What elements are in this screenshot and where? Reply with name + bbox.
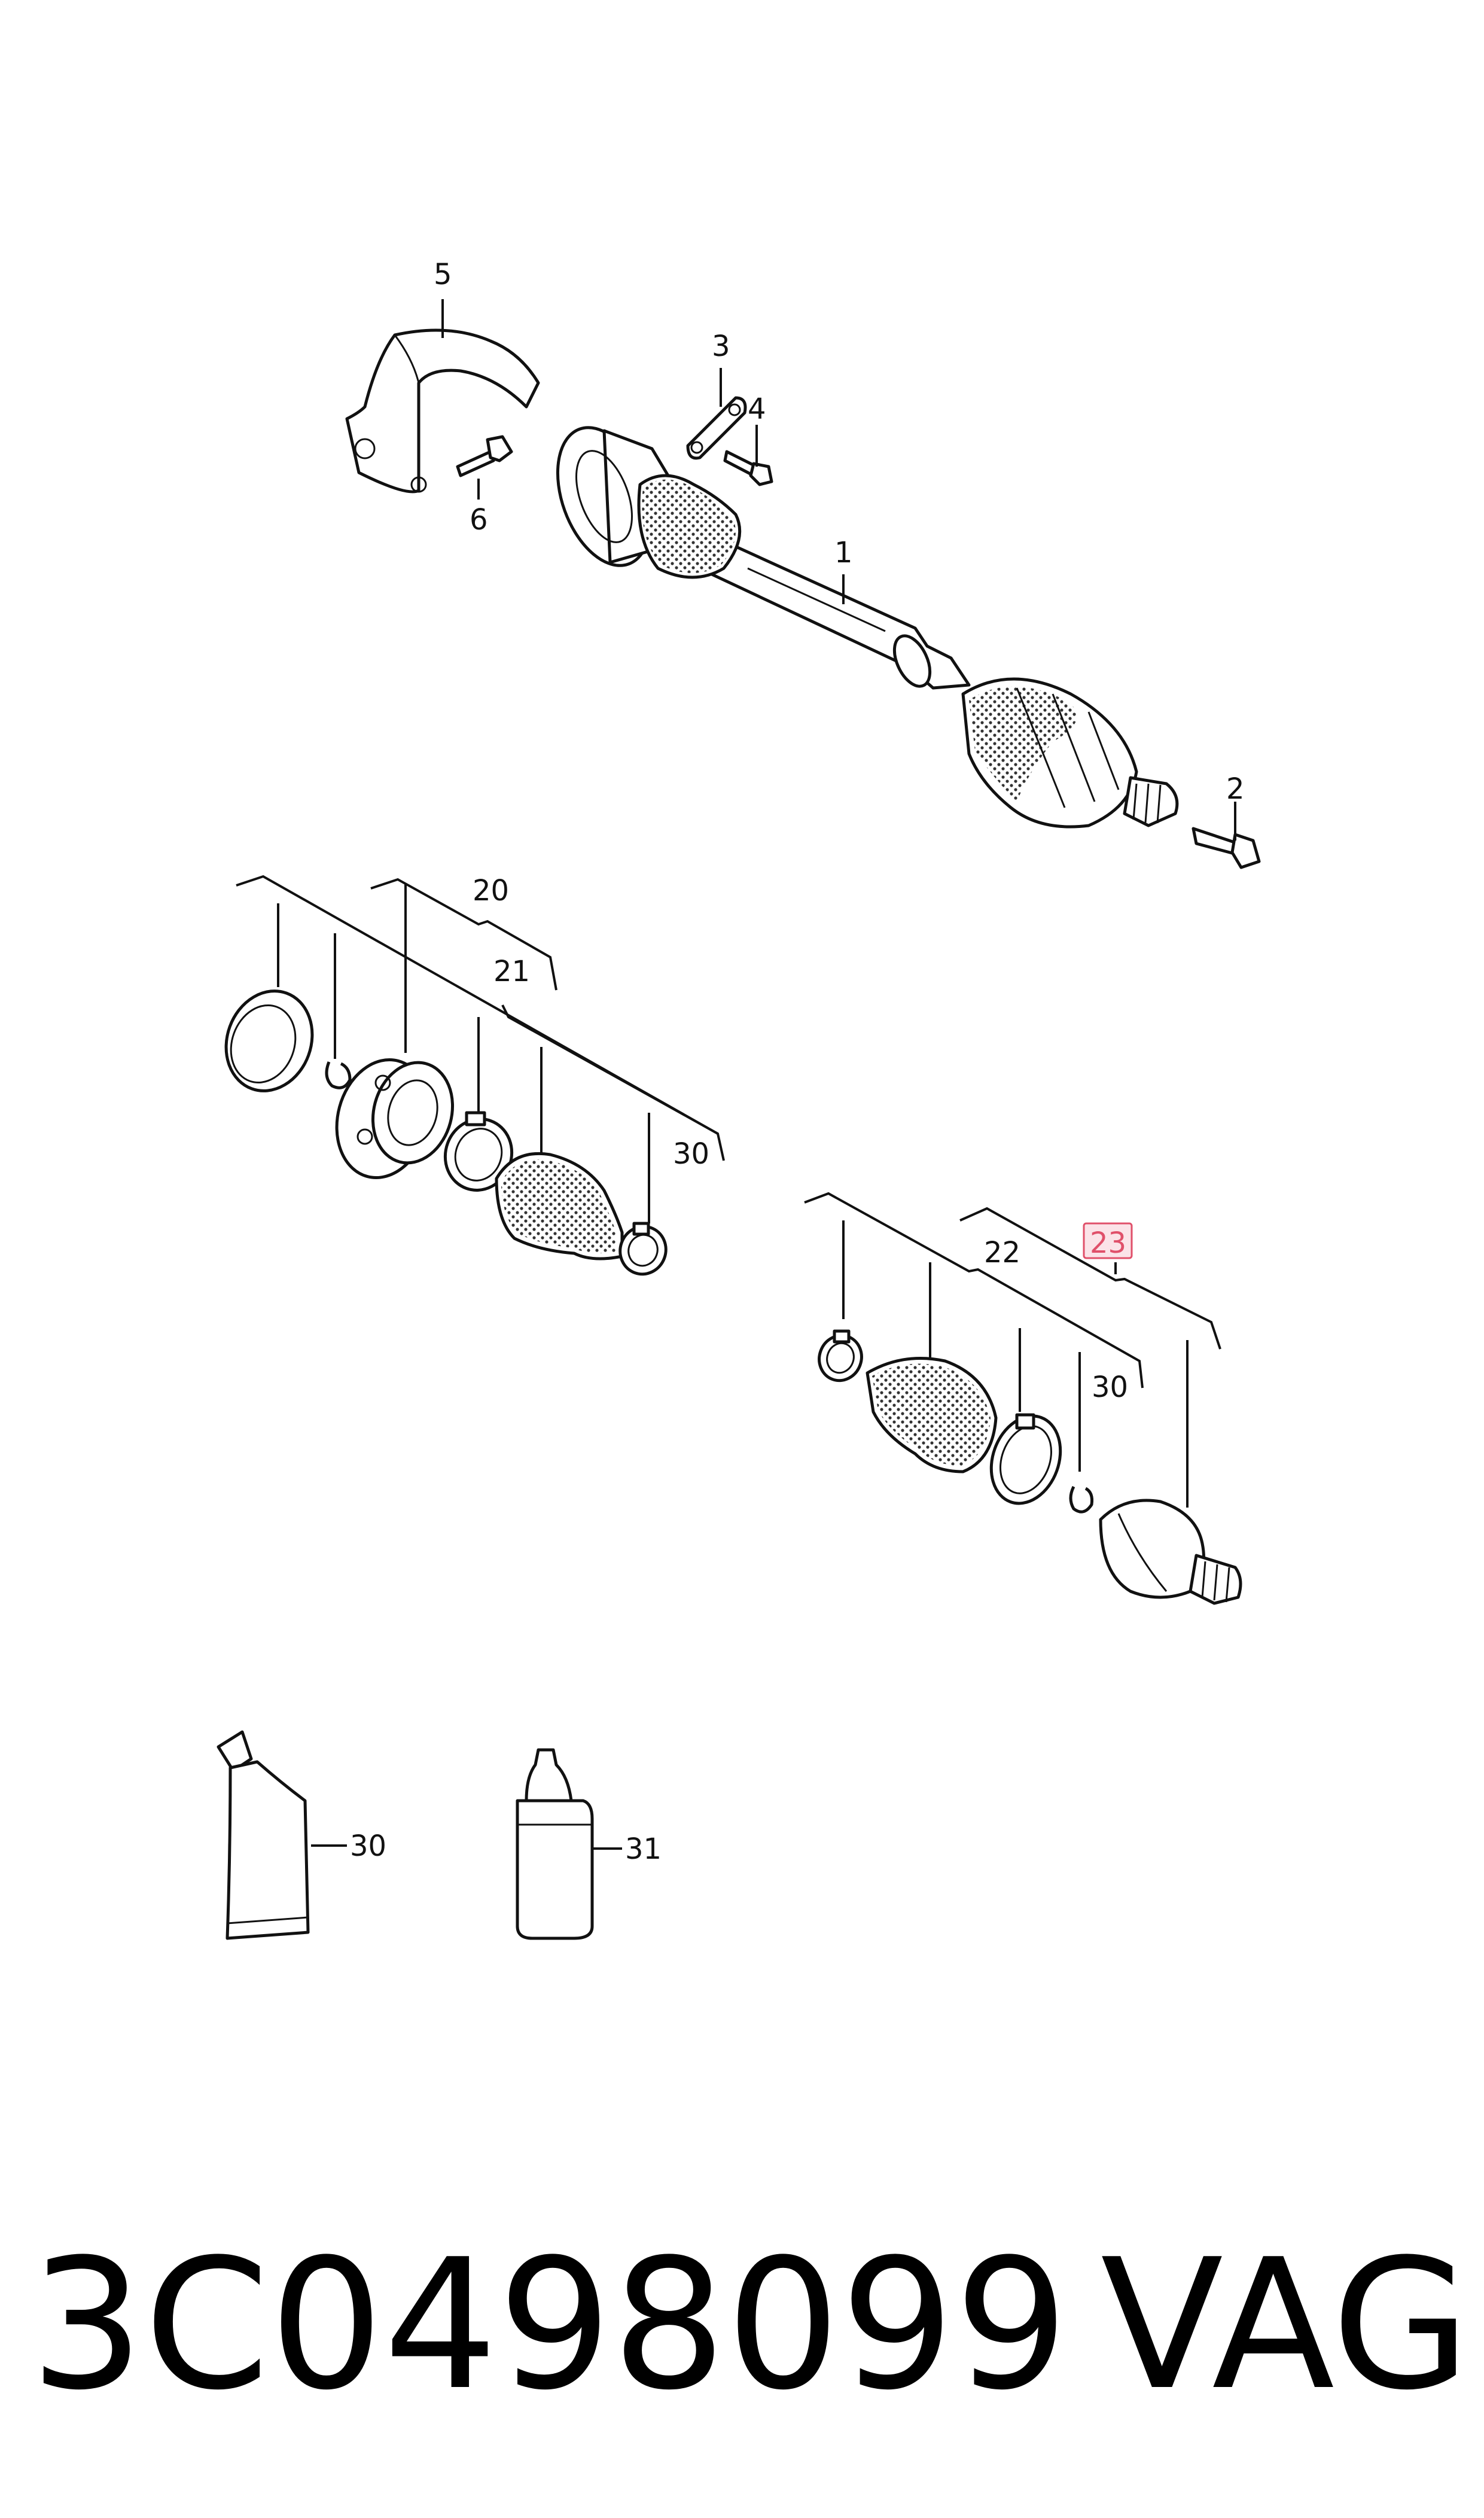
label-23-highlight: 23: [1083, 1222, 1133, 1260]
boot-b: [866, 1357, 998, 1473]
outer-joint: [1099, 1499, 1242, 1605]
clamp-d: [989, 1413, 1062, 1505]
bolt-4: [723, 450, 773, 486]
label-30-b: 30: [1092, 1371, 1128, 1404]
label-2: 2: [1226, 772, 1245, 806]
clamp-c: [818, 1329, 863, 1383]
label-3: 3: [712, 330, 730, 363]
label-5: 5: [434, 258, 452, 291]
brand-name: VAG: [1101, 2221, 1470, 2429]
label-4: 4: [748, 392, 766, 426]
circlip-b: [1069, 1485, 1093, 1514]
label-22: 22: [984, 1236, 1020, 1269]
label-31: 31: [625, 1832, 662, 1866]
bolt-2: [1192, 827, 1261, 869]
label-21: 21: [493, 955, 530, 988]
bolt-6: [456, 435, 513, 477]
label-20: 20: [473, 874, 509, 908]
lock-plate-3: [686, 396, 747, 460]
clamp-b: [618, 1222, 668, 1276]
label-23: 23: [1090, 1226, 1126, 1260]
label-1: 1: [834, 536, 853, 570]
part-number: 3C0498099: [30, 2221, 1068, 2429]
boot-a: [495, 1152, 624, 1260]
circlip-a: [325, 1061, 352, 1089]
label-30-a: 30: [673, 1137, 709, 1171]
label-6: 6: [470, 503, 488, 537]
drive-shaft-assembly: [556, 426, 1179, 829]
kit-20-21-brackets: [236, 875, 725, 1223]
label-30-c: 30: [350, 1829, 386, 1863]
heat-shield-5: [345, 328, 540, 494]
grease-tube: [217, 1730, 310, 1940]
cover-cap: [224, 989, 314, 1092]
sealant-bottle: [516, 1748, 594, 1940]
flange-joint: [335, 1058, 455, 1180]
